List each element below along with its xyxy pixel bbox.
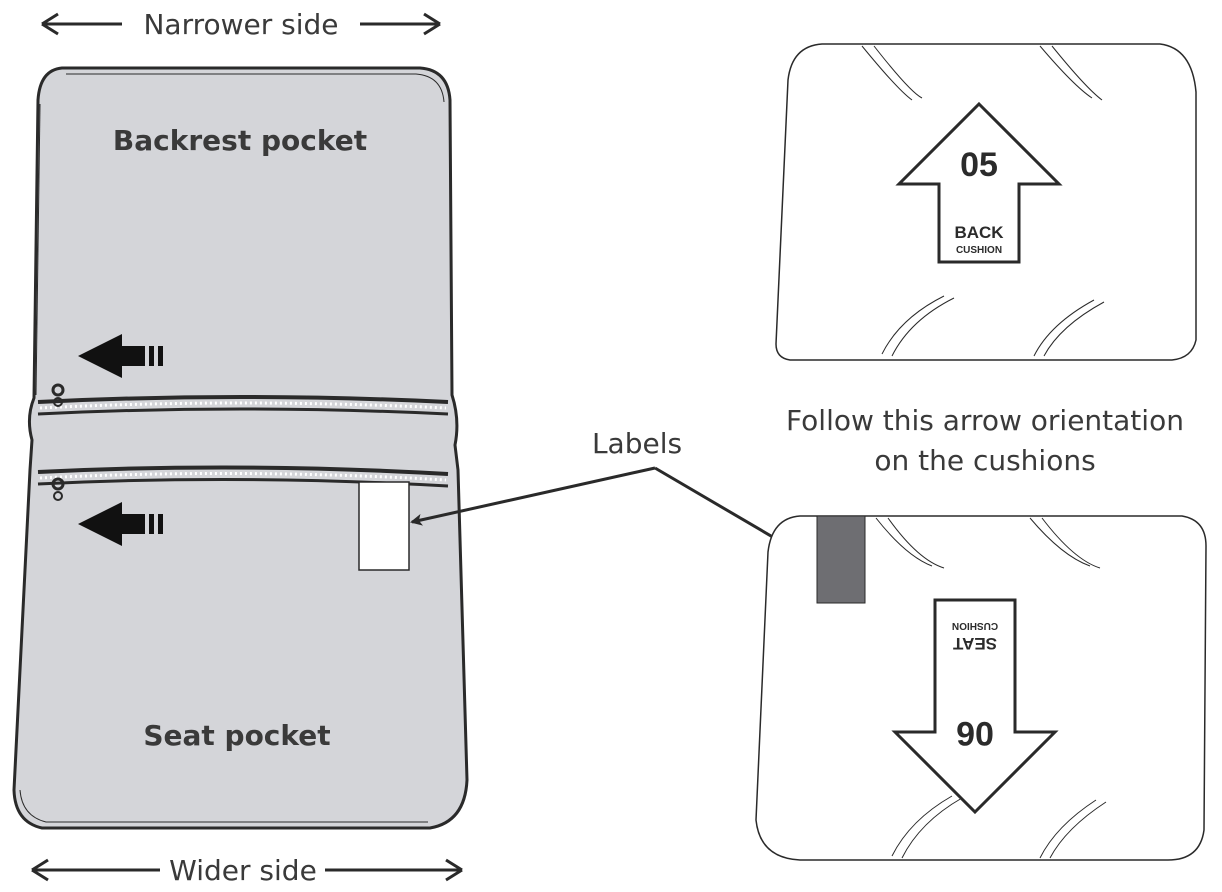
narrower-side-dimension: Narrower side (41, 8, 441, 41)
down-arrow-icon (891, 598, 1059, 815)
cushion-cover (12, 66, 469, 830)
backrest-zipper (37, 383, 449, 416)
zipper-pull-icon (51, 383, 65, 397)
back-cushion-number: 05 (960, 146, 998, 184)
seat-cushion-subtitle: CUSHION (952, 620, 998, 631)
back-cushion-subtitle: CUSHION (956, 245, 1002, 256)
labels-callout-text: Labels (592, 427, 682, 460)
narrower-side-label: Narrower side (143, 8, 338, 41)
seat-cushion-label-tag (816, 515, 866, 604)
up-arrow-icon (895, 101, 1063, 264)
backrest-pocket-label: Backrest pocket (113, 124, 367, 157)
instruction-line-2: on the cushions (874, 444, 1095, 477)
cover-label-tag (358, 481, 410, 571)
zipper-pull-icon (51, 477, 65, 491)
back-cushion-title: BACK (954, 223, 1004, 242)
labels-callout: Labels (410, 427, 814, 562)
wider-side-label: Wider side (169, 854, 317, 887)
seat-cushion-number: 06 (956, 714, 994, 752)
zipper-direction-arrow-icon (78, 502, 163, 546)
seat-cushion-title: SEAT (952, 634, 997, 653)
instruction-line-1: Follow this arrow orientation (786, 404, 1184, 437)
zipper-direction-arrow-icon (78, 334, 163, 378)
seat-cushion: 06 SEAT CUSHION (755, 515, 1207, 861)
wider-side-dimension: Wider side (31, 854, 463, 887)
seat-pocket-label: Seat pocket (143, 719, 330, 752)
back-cushion: 05 BACK CUSHION (775, 43, 1197, 361)
